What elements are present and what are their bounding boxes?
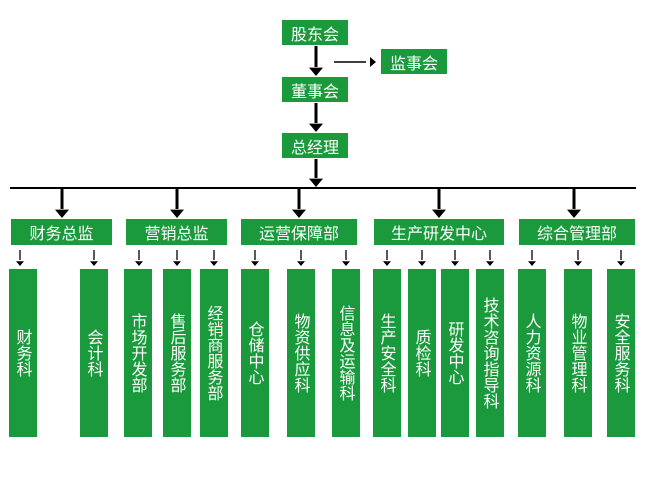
- board-box: 董事会: [282, 77, 348, 102]
- arrow-to-department-1-head: [170, 209, 184, 218]
- arrow-to-unit-9-head: [418, 261, 426, 266]
- arrow-to-unit-8-head: [383, 261, 391, 266]
- arrow-to-unit-1-head: [90, 261, 98, 266]
- unit-after-sales-service: 售后服务部: [163, 269, 191, 437]
- arrow-to-unit-12-head: [528, 261, 536, 266]
- unit-quality-inspection: 质检科: [408, 269, 436, 437]
- dept-production-rd-box: 生产研发中心: [374, 219, 504, 245]
- arrow-gm-to-bus-head: [309, 178, 323, 187]
- arrow-to-unit-13-head: [574, 261, 582, 266]
- unit-market-development: 市场开发部: [124, 269, 152, 437]
- dept-admin-box: 综合管理部: [519, 219, 635, 245]
- gm-box: 总经理: [282, 133, 348, 158]
- dept-marketing-box: 营销总监: [126, 219, 227, 245]
- unit-accounting-section: 会计科: [80, 269, 108, 437]
- unit-finance-section: 财务科: [9, 269, 37, 437]
- arrow-to-unit-2-head: [135, 261, 143, 266]
- arrow-shareholders-to-board-head: [309, 67, 323, 76]
- unit-it-transport: 信息及运输科: [332, 269, 360, 437]
- arrow-to-department-3-head: [432, 209, 446, 218]
- arrow-to-unit-14-head: [617, 261, 625, 266]
- arrow-to-unit-0-head: [16, 261, 24, 266]
- unit-property-management: 物业管理科: [564, 269, 592, 437]
- arrow-to-unit-10-head: [451, 261, 459, 266]
- arrow-to-unit-4-head: [210, 261, 218, 266]
- unit-materials-supply: 物资供应科: [287, 269, 315, 437]
- arrow-to-department-4-head: [567, 209, 581, 218]
- dept-operations-box: 运营保障部: [241, 219, 357, 245]
- arrow-to-department-0-head: [55, 209, 69, 218]
- unit-dealer-service: 经销商服务部: [200, 269, 228, 437]
- shareholders-box: 股东会: [282, 20, 348, 45]
- arrow-to-supervisors-head: [370, 57, 376, 67]
- arrow-to-unit-7-head: [342, 261, 350, 266]
- arrow-to-department-2-head: [292, 209, 306, 218]
- unit-production-safety: 生产安全科: [373, 269, 401, 437]
- arrow-to-unit-5-head: [251, 261, 259, 266]
- unit-human-resources: 人力资源科: [518, 269, 546, 437]
- unit-rd-center: 研发中心: [441, 269, 469, 437]
- unit-security-service: 安全服务科: [607, 269, 635, 437]
- arrow-to-unit-6-head: [297, 261, 305, 266]
- arrow-to-unit-11-head: [486, 261, 494, 266]
- supervisors-box: 监事会: [381, 49, 447, 74]
- arrow-to-unit-3-head: [173, 261, 181, 266]
- unit-tech-consulting: 技术咨询指导科: [476, 269, 504, 437]
- unit-warehouse-center: 仓储中心: [241, 269, 269, 437]
- dept-finance-box: 财务总监: [11, 219, 112, 245]
- arrow-board-to-gm-head: [309, 123, 323, 132]
